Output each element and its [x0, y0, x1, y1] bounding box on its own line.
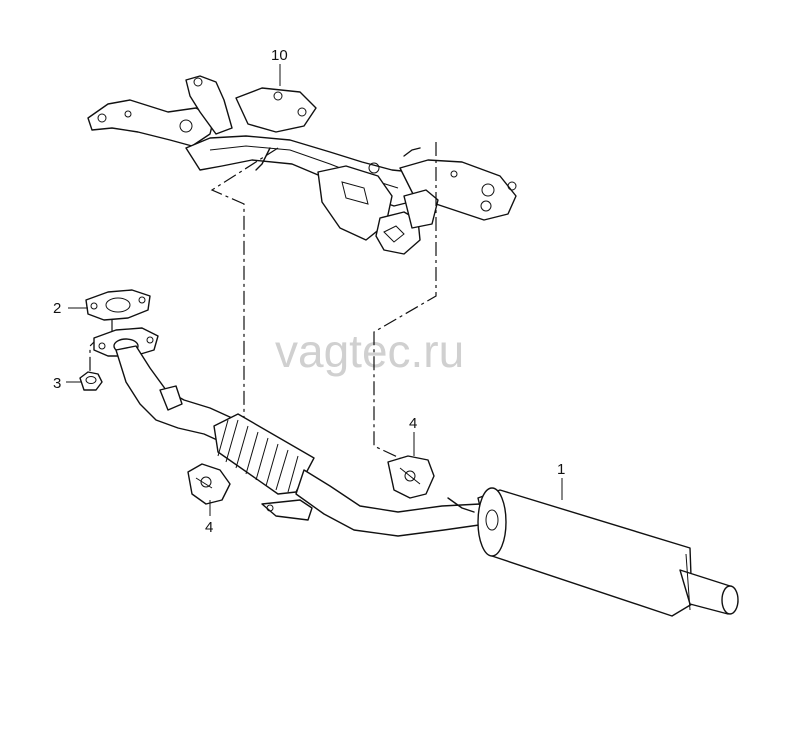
subframe[interactable]	[87, 75, 517, 255]
watermark: vagtec.ru	[275, 325, 464, 377]
rubber-hanger-right[interactable]	[387, 455, 435, 499]
callout-3: 3	[53, 375, 61, 392]
rubber-hanger-left[interactable]	[187, 463, 231, 505]
callout-1: 1	[557, 461, 565, 478]
gasket[interactable]	[85, 289, 151, 321]
callout-2: 2	[53, 300, 61, 317]
rear-muffler[interactable]	[477, 487, 739, 617]
alignment-line-right	[373, 142, 437, 461]
callout-4-left: 4	[205, 519, 213, 536]
callout-10: 10	[271, 47, 288, 64]
hex-nut[interactable]	[79, 371, 103, 391]
callout-4-right: 4	[409, 415, 417, 432]
alignment-line-left	[210, 147, 279, 418]
front-exhaust-pipe[interactable]	[93, 327, 487, 537]
